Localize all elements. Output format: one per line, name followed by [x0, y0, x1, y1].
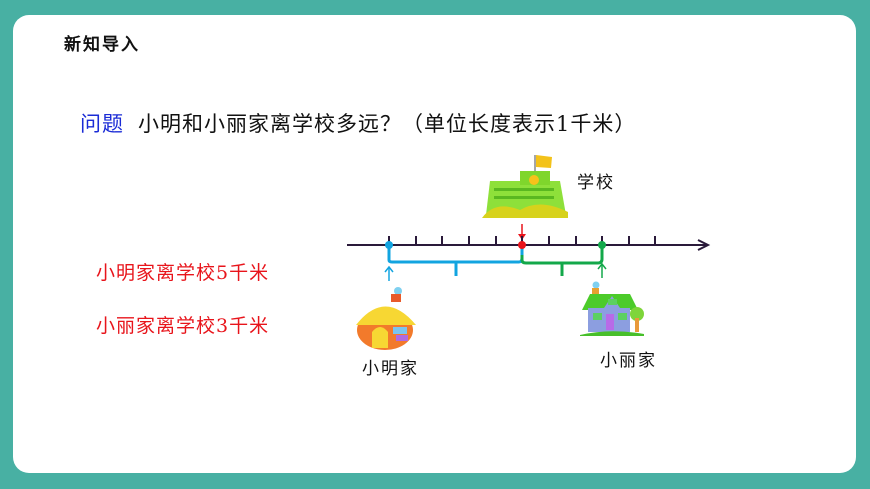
statement-xiaoli: 小丽家离学校3千米 — [96, 315, 270, 337]
question-label: 问题 — [80, 112, 124, 136]
school-icon — [482, 155, 568, 218]
xiaoming-house-icon — [356, 287, 416, 350]
school-label: 学校 — [577, 173, 615, 193]
xiaoming-home-label: 小明家 — [362, 359, 419, 379]
question-text: 小明和小丽家离学校多远？（单位长度表示1千米） — [138, 112, 637, 136]
xiaoli-home-label: 小丽家 — [600, 351, 657, 371]
section-title: 新知导入 — [64, 35, 140, 55]
xiaoli-house-icon — [580, 281, 644, 336]
question: 问题小明和小丽家离学校多远？（单位长度表示1千米） — [80, 108, 636, 138]
statement-xiaoming: 小明家离学校5千米 — [96, 262, 270, 284]
